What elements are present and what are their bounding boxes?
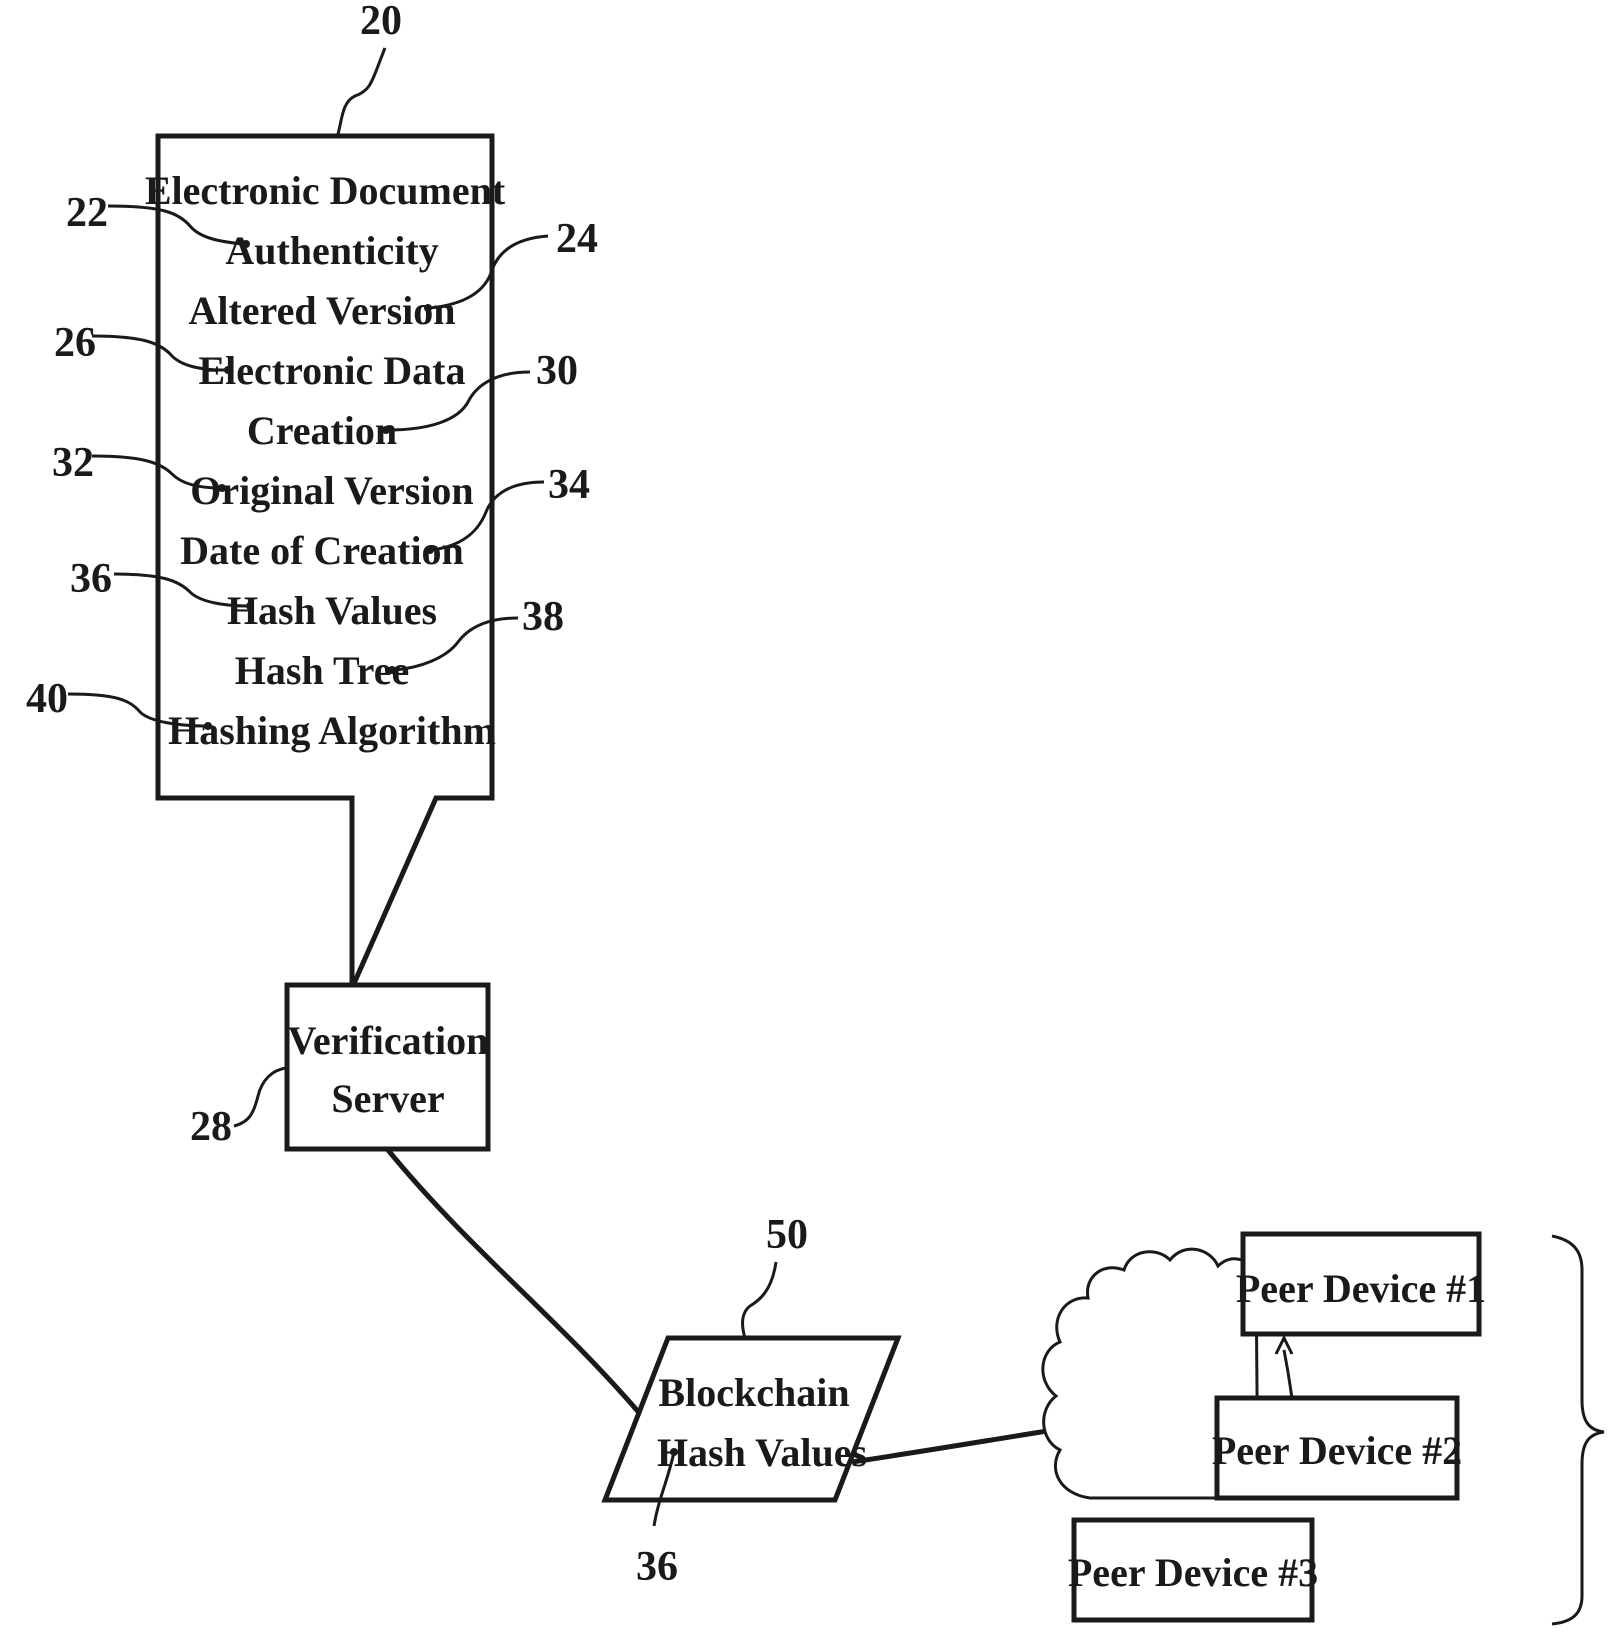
- leader-22-dot: [242, 240, 250, 248]
- verification-server-line1: Verification: [288, 1018, 489, 1063]
- ref-32: 32: [52, 440, 94, 486]
- leader-20: [338, 48, 385, 134]
- item-electronic-data: Electronic Data: [199, 348, 466, 393]
- peer-device-2-label: Peer Device #2: [1212, 1428, 1462, 1473]
- blockchain-line1: Blockchain: [658, 1370, 849, 1415]
- item-authenticity: Authenticity: [225, 228, 438, 273]
- item-date-of-creation: Date of Creation: [180, 528, 464, 573]
- leader-32-dot: [218, 484, 226, 492]
- ref-30: 30: [536, 348, 578, 394]
- item-creation: Creation: [247, 408, 397, 453]
- connector-server-blockchain: [388, 1150, 641, 1415]
- leader-28: [234, 1068, 286, 1126]
- item-hashing-algorithm: Hashing Algorithm: [168, 708, 496, 753]
- peer-device-1-label: Peer Device #1: [1236, 1266, 1486, 1311]
- leader-26-dot: [224, 366, 232, 374]
- leader-24-dot: [424, 304, 432, 312]
- leader-36-box-dot: [246, 602, 254, 610]
- ref-24: 24: [556, 216, 598, 262]
- ref-40: 40: [26, 676, 68, 722]
- ref-38: 38: [522, 594, 564, 640]
- leader-30-dot: [382, 426, 390, 434]
- verification-server-line2: Server: [331, 1076, 444, 1121]
- blockchain-shape: [605, 1338, 898, 1500]
- ref-34: 34: [548, 462, 590, 508]
- connector-blockchain-cloud: [852, 1428, 1066, 1462]
- item-altered-version: Altered Version: [188, 288, 455, 333]
- leader-38-dot: [388, 666, 396, 674]
- blockchain-line2: Hash Values: [657, 1430, 867, 1475]
- ref-28: 28: [190, 1104, 232, 1150]
- leader-40-dot: [204, 722, 212, 730]
- ref-36-blockchain: 36: [636, 1544, 678, 1590]
- item-hash-values: Hash Values: [227, 588, 437, 633]
- ref-20: 20: [360, 0, 402, 44]
- ref-26: 26: [54, 320, 96, 366]
- item-electronic-document: Electronic Document: [145, 168, 506, 213]
- ref-36-box: 36: [70, 556, 112, 602]
- peer-device-3-label: Peer Device #3: [1068, 1550, 1318, 1595]
- verification-server-box: [287, 985, 488, 1149]
- ref-50: 50: [766, 1212, 808, 1258]
- peer-link-arrow: [1276, 1338, 1292, 1398]
- item-hash-tree: Hash Tree: [235, 648, 409, 693]
- item-original-version: Original Version: [190, 468, 473, 513]
- ref-22: 22: [66, 190, 108, 236]
- leader-50: [743, 1262, 776, 1338]
- right-brace: [1552, 1236, 1604, 1624]
- leader-34-dot: [426, 546, 434, 554]
